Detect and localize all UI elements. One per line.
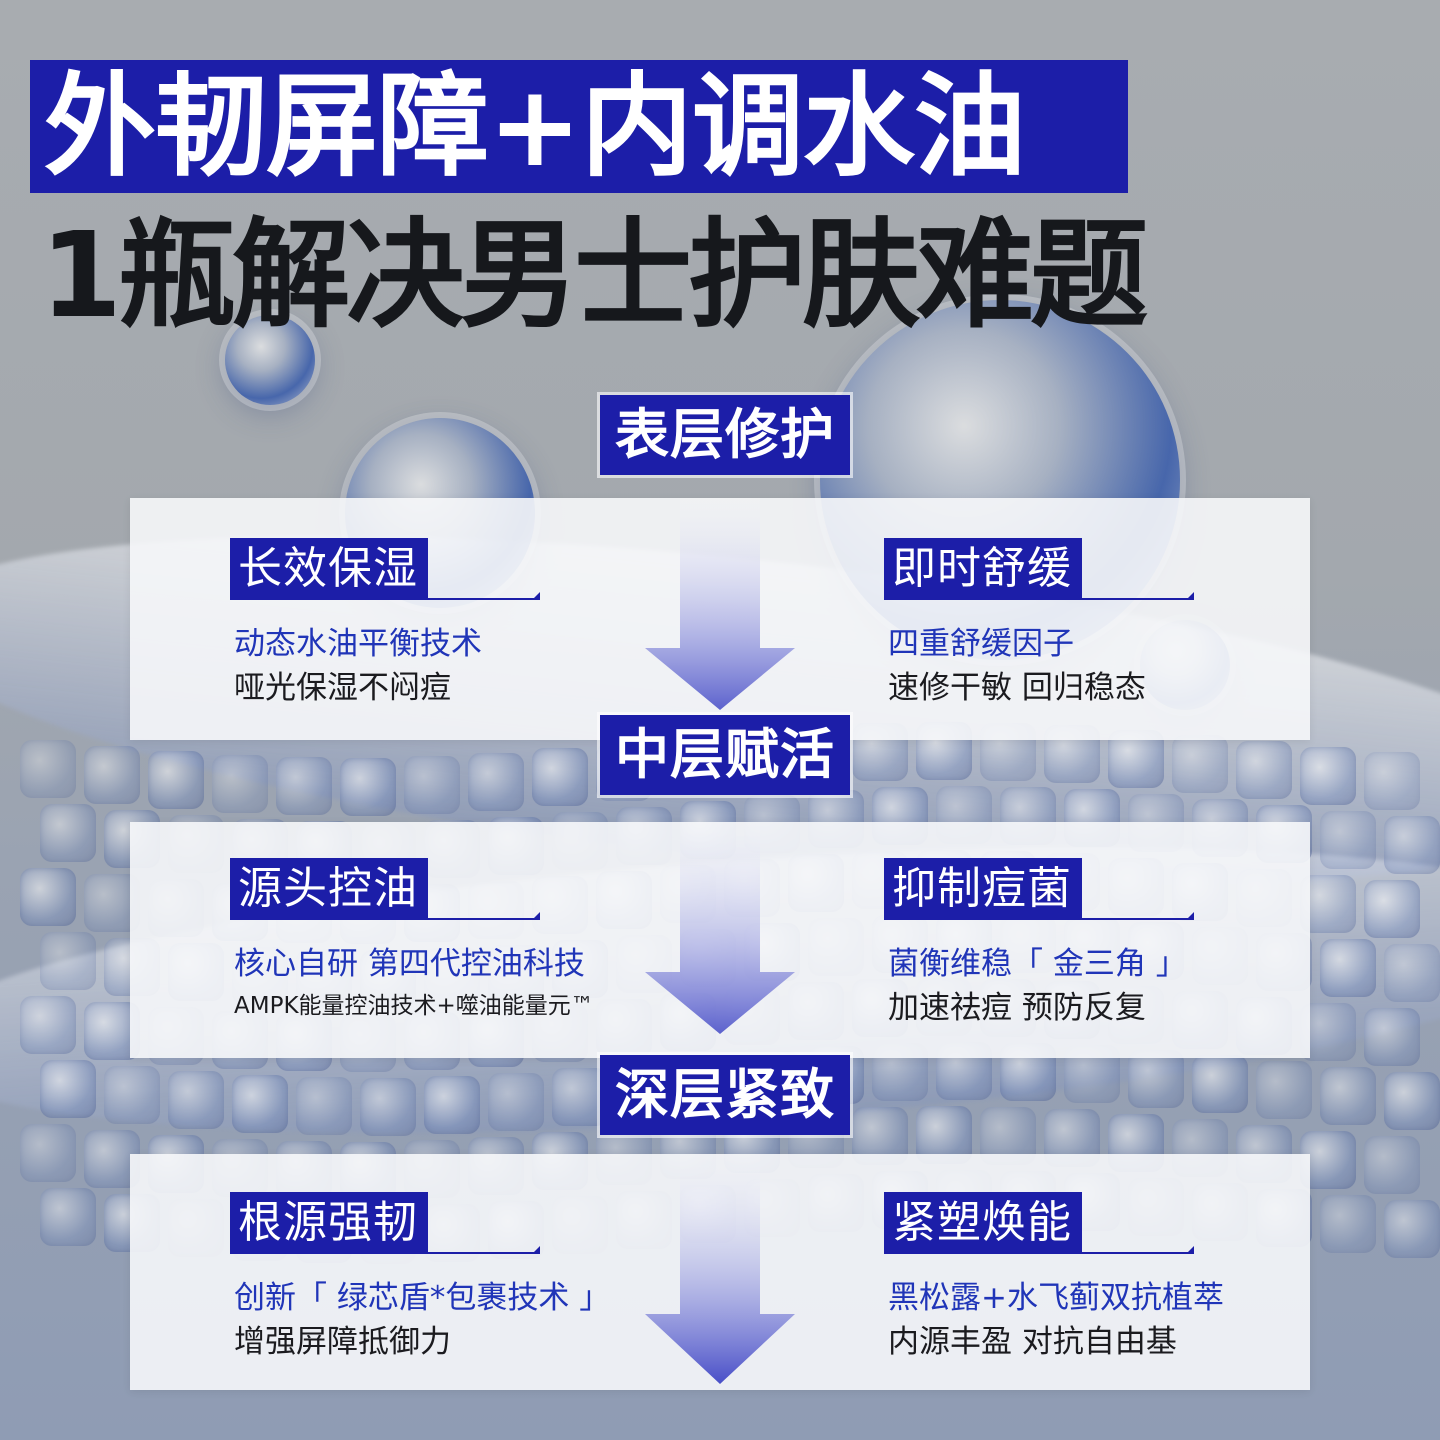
headline-line1: 外韧屏障+内调水油 (44, 62, 1026, 192)
gel-cell (340, 757, 396, 816)
feature-line-2: 内源丰盈 对抗自由基 (888, 1324, 1177, 1360)
gel-cell (424, 1076, 480, 1135)
feature-underline (230, 912, 540, 920)
gel-cell (104, 1065, 160, 1124)
gel-cell (84, 745, 140, 804)
gel-cell (20, 996, 76, 1054)
feature-line-2: 增强屏障抵御力 (234, 1324, 451, 1360)
gel-cell (40, 932, 96, 990)
feature-line-1: 黑松露+水飞蓟双抗植萃 (888, 1280, 1224, 1316)
headline-line2: 1瓶解决男士护肤难题 (40, 206, 1148, 344)
feature-underline (884, 1246, 1194, 1254)
gel-cell (20, 868, 76, 926)
gel-cell (1384, 815, 1440, 874)
gel-cell (1364, 1007, 1420, 1066)
gel-cell (488, 1073, 544, 1131)
down-arrow-icon (645, 498, 795, 710)
feature-underline (884, 592, 1194, 600)
feature-line-1: 核心自研 第四代控油科技 (234, 946, 585, 982)
gel-cell (1384, 1071, 1440, 1130)
gel-cell (20, 740, 76, 798)
feature-line-1: 菌衡维稳「 金三角 」 (888, 946, 1187, 982)
feature-line-2: AMPK能量控油技术+噬油能量元™ (234, 993, 594, 1019)
feature-underline (884, 912, 1194, 920)
gel-cell (1364, 879, 1420, 938)
feature-firm-energize: 紧塑焕能 黑松露+水飞蓟双抗植萃 内源丰盈 对抗自由基 (884, 1192, 1224, 1360)
gel-cell (40, 1060, 96, 1118)
feature-title: 源头控油 (230, 858, 428, 920)
feature-instant-soothe: 即时舒缓 四重舒缓因子 速修干敏 回归稳态 (884, 538, 1194, 706)
layer-badge-deep: 深层紧致 (600, 1055, 850, 1135)
gel-cell (1128, 1049, 1184, 1108)
gel-cell (1320, 938, 1376, 997)
feature-acne-inhibit: 抑制痘菌 菌衡维稳「 金三角 」 加速祛痘 预防反复 (884, 858, 1194, 1026)
layer-badge-surface: 表层修护 (600, 395, 850, 475)
gel-cell (360, 1077, 416, 1136)
gel-cell (276, 757, 332, 816)
down-arrow-icon (645, 1154, 795, 1384)
feature-title: 长效保湿 (230, 538, 428, 600)
gel-cell (20, 1124, 76, 1182)
gel-cell (148, 751, 204, 810)
feature-line-2: 加速祛痘 预防反复 (888, 990, 1146, 1026)
gel-cell (1364, 751, 1420, 810)
feature-root-strengthen: 根源强韧 创新「 绿芯盾*包裹技术 」 增强屏障抵御力 (230, 1192, 610, 1360)
feature-underline (230, 592, 540, 600)
feature-line-1: 创新「 绿芯盾*包裹技术 」 (234, 1280, 611, 1316)
gel-cell (1236, 740, 1292, 799)
feature-title: 紧塑焕能 (884, 1192, 1082, 1254)
feature-line-2: 速修干敏 回归稳态 (888, 670, 1146, 706)
feature-oil-control: 源头控油 核心自研 第四代控油科技 AMPK能量控油技术+噬油能量元™ (230, 858, 594, 1019)
gel-cell (552, 1068, 608, 1127)
feature-line-1: 四重舒缓因子 (888, 626, 1074, 662)
feature-line-2: 哑光保湿不闷痘 (234, 670, 451, 706)
feature-title: 根源强韧 (230, 1192, 428, 1254)
gel-cell (40, 1188, 96, 1246)
gel-cell (404, 756, 460, 815)
gel-cell (1300, 746, 1356, 805)
gel-cell (296, 1077, 352, 1136)
gel-cell (1320, 810, 1376, 869)
gel-cell (1320, 1194, 1376, 1253)
gel-cell (532, 748, 588, 807)
down-arrow-icon (645, 822, 795, 1034)
layer-badge-middle: 中层赋活 (600, 715, 850, 795)
gel-cell (1172, 734, 1228, 793)
gel-cell (1192, 1054, 1248, 1113)
feature-title: 抑制痘菌 (884, 858, 1082, 920)
gel-cell (1384, 1199, 1440, 1258)
bubble (225, 315, 315, 405)
gel-cell (1320, 1066, 1376, 1125)
gel-cell (1364, 1135, 1420, 1194)
gel-cell (1384, 943, 1440, 1002)
feature-long-moisture: 长效保湿 动态水油平衡技术 哑光保湿不闷痘 (230, 538, 540, 706)
gel-cell (212, 755, 268, 814)
feature-title: 即时舒缓 (884, 538, 1082, 600)
feature-underline (230, 1246, 540, 1254)
gel-cell (168, 1071, 224, 1130)
gel-cell (40, 804, 96, 862)
gel-cell (1256, 1060, 1312, 1119)
feature-line-1: 动态水油平衡技术 (234, 626, 482, 662)
gel-cell (468, 753, 524, 811)
headline-highlight (30, 60, 1128, 193)
gel-cell (232, 1075, 288, 1134)
